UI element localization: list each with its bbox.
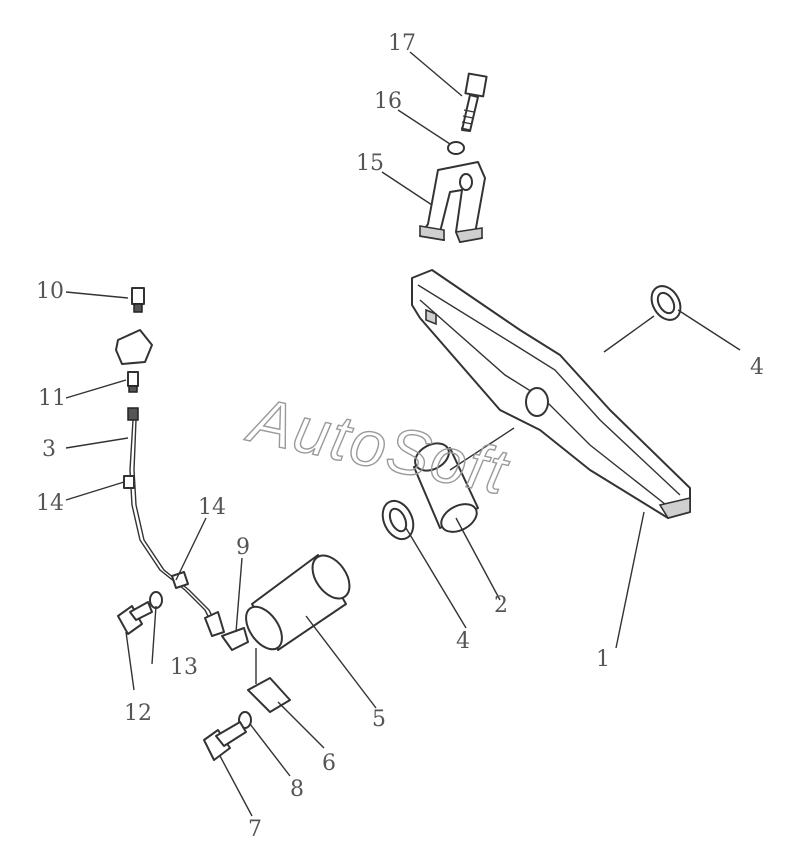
bolt-7	[203, 721, 247, 761]
callout-15: 15	[356, 151, 384, 176]
callout-14-left: 14	[36, 491, 64, 516]
callout-6: 6	[322, 751, 336, 776]
bolt-12	[117, 601, 153, 635]
bushing-4-right	[650, 285, 682, 321]
callout-12: 12	[124, 701, 152, 726]
callout-4-right: 4	[750, 355, 764, 380]
callout-numbers: 17 16 15 10 11 3 14 14 9 13 12 5 6 8 7 4…	[36, 31, 764, 842]
callout-16: 16	[374, 89, 402, 114]
bushing-4-left	[381, 499, 415, 541]
bolt-17	[460, 72, 488, 132]
washer-13	[149, 591, 163, 609]
fitting-11	[127, 371, 139, 393]
callout-2: 2	[494, 593, 508, 618]
callout-14-right: 14	[198, 495, 226, 520]
valve-block	[115, 329, 153, 365]
bracket-15	[419, 161, 486, 243]
callout-17: 17	[388, 31, 416, 56]
callout-9: 9	[236, 535, 250, 560]
watermark: AutoSoft	[240, 383, 515, 509]
cap-9	[221, 627, 249, 651]
callout-7: 7	[248, 817, 262, 842]
callout-10: 10	[36, 279, 64, 304]
fitting-10	[131, 287, 145, 313]
callout-4-left: 4	[456, 629, 470, 654]
fuel-line-3	[123, 407, 225, 637]
callout-8: 8	[290, 777, 304, 802]
callout-13: 13	[170, 655, 198, 680]
callout-11: 11	[38, 386, 66, 411]
sleeve-2	[413, 442, 479, 533]
callout-1: 1	[596, 647, 610, 672]
leader-lines	[65, 51, 741, 817]
tube-5	[245, 554, 351, 651]
washer-16	[447, 141, 465, 155]
cross-member-1	[411, 269, 691, 519]
callout-5: 5	[372, 707, 386, 732]
callout-3: 3	[42, 437, 56, 462]
